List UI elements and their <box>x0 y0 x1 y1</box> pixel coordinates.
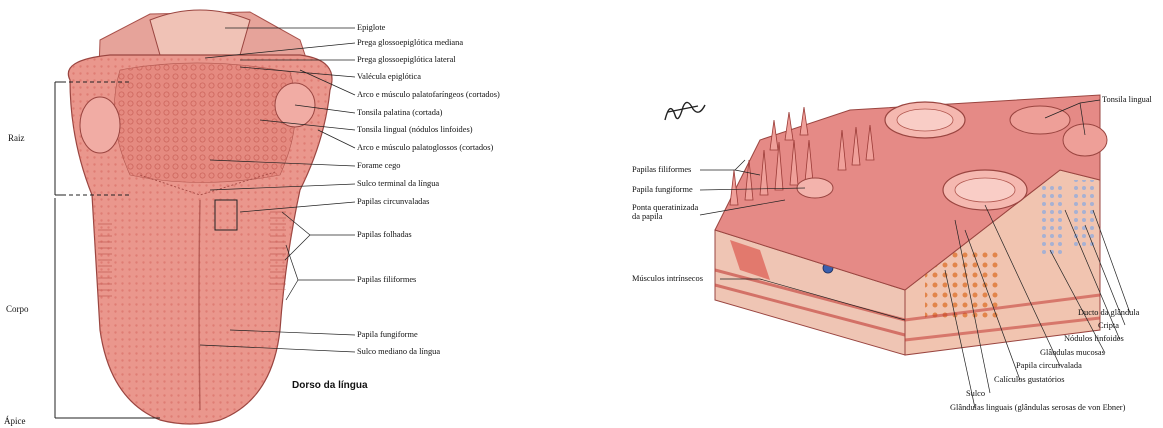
label-filiform: Papilas filiformes <box>357 275 416 285</box>
label-vallecula: Valécula epiglótica <box>357 72 421 82</box>
region-body-label: Corpo <box>6 304 29 314</box>
label-lateral-fold: Prega glossoepiglótica lateral <box>357 55 456 65</box>
region-root-label: Raiz <box>8 133 25 143</box>
foliate-papillae-left <box>98 220 112 300</box>
tongue-illustration <box>68 10 332 424</box>
netter-signature-scribble <box>665 102 705 120</box>
region-apex-label: Ápice <box>4 416 26 426</box>
label-palatopharyngeal: Arco e músculo palatofaríngeos (cortados… <box>357 90 500 100</box>
foliate-papillae-right <box>270 210 286 290</box>
lymph-area-2 <box>1070 180 1095 250</box>
label-intrinsic-muscles: Músculos intrínsecos <box>632 274 703 284</box>
lingual-tonsil-bump-2 <box>1063 124 1107 156</box>
label-median-fold: Prega glossoepiglótica mediana <box>357 38 463 48</box>
label-mucous-glands: Glândulas mucosas <box>1040 348 1105 358</box>
tongue-block-illustration <box>715 95 1107 355</box>
lingual-tonsil-bump-1 <box>1010 106 1070 134</box>
label-taste-buds: Calículos gustatórios <box>994 375 1064 385</box>
label-fungiform: Papila fungiforme <box>357 330 418 340</box>
label-palatoglossal: Arco e músculo palatoglossos (cortados) <box>357 143 493 153</box>
label-gland-duct: Ducto da glândula <box>1078 308 1139 318</box>
label-lingual-tonsil-right: Tonsila lingual <box>1102 95 1152 105</box>
label-foramen: Forame cego <box>357 161 401 171</box>
label-circumvallate: Papilas circunvaladas <box>357 197 429 207</box>
label-terminal-sulcus: Sulco terminal da língua <box>357 179 439 189</box>
label-palatine-tonsil: Tonsila palatina (cortada) <box>357 108 442 118</box>
label-sulcus: Sulco <box>966 389 985 399</box>
label-foliate: Papilas folhadas <box>357 230 412 240</box>
label-fungiform-right: Papila fungiforme <box>632 185 693 195</box>
left-figure-caption: Dorso da língua <box>292 380 368 391</box>
label-circumvallate-right: Papila circunvalada <box>1016 361 1082 371</box>
palatine-tonsil-left <box>80 97 120 153</box>
label-epiglottis: Epiglote <box>357 23 385 33</box>
label-lymph-nodules: Nódulos linfoides <box>1064 334 1124 344</box>
label-lingual-tonsil: Tonsila lingual (nódulos linfoides) <box>357 125 473 135</box>
label-median-sulcus: Sulco mediano da língua <box>357 347 440 357</box>
label-von-ebner: Glândulas linguais (glândulas serosas de… <box>950 403 1125 413</box>
label-filiform-right: Papilas filiformes <box>632 165 691 175</box>
lymph-area-1 <box>1040 185 1065 255</box>
label-crypt: Cripta <box>1098 321 1119 331</box>
label-keratinized-tip-2: da papila <box>632 212 662 222</box>
